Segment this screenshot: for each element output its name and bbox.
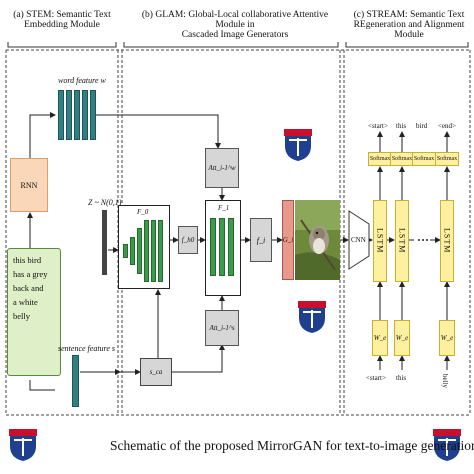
stem-title-line2: Embedding Module <box>24 20 100 30</box>
we-1: W_e <box>372 320 388 356</box>
stream-title-line2: REgeneration and Alignment Module <box>353 20 465 40</box>
we-3-label: W_e <box>440 334 454 342</box>
word-feature-bar-5 <box>90 90 96 140</box>
stream-bottom-word-3: belly <box>441 374 449 388</box>
gen-bar-3 <box>137 228 142 274</box>
att-sentence-label: Att_i-1^s <box>209 324 235 332</box>
word-feature-label: word feature w <box>58 76 106 85</box>
softmax-3-label: Softmax <box>413 156 435 162</box>
stream-top-word-3: bird <box>416 122 428 130</box>
f1-label: F_1 <box>218 204 230 212</box>
noise-label: Z ~ N(0,1) <box>88 198 122 207</box>
softmax-2-label: Softmax <box>391 156 413 162</box>
input-text-line-3: back and <box>13 283 44 293</box>
stream-title: (c) STREAM: Semantic Text REgeneration a… <box>345 10 473 40</box>
rnn-block: RNN <box>10 158 48 212</box>
input-text-line-2: has a grey <box>13 269 48 279</box>
we-2: W_e <box>394 320 410 356</box>
lstm-2: LSTM <box>395 200 409 282</box>
figure-caption: Schematic of the proposed MirrorGAN for … <box>110 438 474 453</box>
att-word-block: Att_i-1^w <box>205 148 239 188</box>
cnn-label: CNN <box>351 236 366 244</box>
f1-bar-1 <box>210 218 216 276</box>
glam-title-line1: (b) GLAM: Global-Local collaborative Att… <box>141 10 329 30</box>
f0-label: F_0 <box>137 208 149 216</box>
gen-bar-2 <box>130 237 135 265</box>
fh0-block: f_h0 <box>178 226 198 254</box>
lstm-1: LSTM <box>373 200 387 282</box>
fi-label: f_i <box>256 235 266 245</box>
noise-bar <box>102 210 107 275</box>
input-text-line-5: belly <box>13 311 30 321</box>
stem-title: (a) STEM: Semantic Text Embedding Module <box>2 10 122 30</box>
university-seal-logo <box>433 429 461 461</box>
stream-top-word-2: this <box>396 122 407 130</box>
softmax-1-label: Softmax <box>369 156 391 162</box>
sentence-feature-bar <box>72 355 79 407</box>
we-2-label: W_e <box>395 334 409 342</box>
word-feature-bar-3 <box>74 90 80 140</box>
university-seal-logo <box>284 129 312 161</box>
input-text-line-1: this bird <box>13 255 42 265</box>
university-seal-logo <box>9 429 37 461</box>
fi-block: f_i <box>250 218 272 262</box>
input-text-box: this bird has a grey back and a white be… <box>7 248 61 376</box>
lstm-2-label: LSTM <box>397 228 407 254</box>
softmax-3: Softmax <box>412 152 436 166</box>
f1-bar-2 <box>219 218 225 276</box>
f1-bar-3 <box>228 218 234 276</box>
stream-top-word-1: <start> <box>368 122 388 130</box>
sca-block: s_ca <box>140 358 172 386</box>
glam-title: (b) GLAM: Global-Local collaborative Att… <box>130 10 340 40</box>
softmax-4: Softmax <box>435 152 459 166</box>
rnn-label: RNN <box>20 180 38 190</box>
softmax-4-label: Softmax <box>436 156 458 162</box>
stream-top-word-4: <end> <box>438 122 457 130</box>
word-feature-bar-4 <box>82 90 88 140</box>
cnn-block <box>348 210 370 270</box>
lstm-3-label: LSTM <box>442 228 452 254</box>
stream-title-line1: (c) STREAM: Semantic Text <box>353 10 465 20</box>
university-seal-logo <box>298 301 326 333</box>
gen-bar-6 <box>158 220 163 282</box>
gi-label: G_i <box>282 236 294 244</box>
lstm-3: LSTM <box>440 200 454 282</box>
word-feature-bar-1 <box>58 90 64 140</box>
gen-bar-5 <box>151 220 156 282</box>
stem-title-line1: (a) STEM: Semantic Text <box>13 10 111 20</box>
fh0-label: f_h0 <box>181 236 195 244</box>
gen-bar-4 <box>144 220 149 282</box>
softmax-2: Softmax <box>390 152 414 166</box>
sca-label: s_ca <box>149 368 163 376</box>
generated-bird-image <box>295 200 340 280</box>
sentence-feature-label: sentence feature s <box>58 344 116 353</box>
lstm-1-label: LSTM <box>375 228 385 254</box>
word-feature-bar-2 <box>66 90 72 140</box>
stream-bottom-word-1: <start> <box>366 374 386 382</box>
att-word-label: Att_i-1^w <box>208 164 236 172</box>
we-1-label: W_e <box>373 334 387 342</box>
glam-title-line2: Cascaded Image Generators <box>181 30 289 40</box>
input-text-line-4: a white <box>13 297 38 307</box>
we-3: W_e <box>439 320 455 356</box>
softmax-1: Softmax <box>368 152 392 166</box>
gi-block: G_i <box>282 200 294 280</box>
stream-bottom-word-2: this <box>396 374 407 382</box>
att-sentence-block: Att_i-1^s <box>205 310 239 346</box>
gen-bar-1 <box>123 244 128 258</box>
